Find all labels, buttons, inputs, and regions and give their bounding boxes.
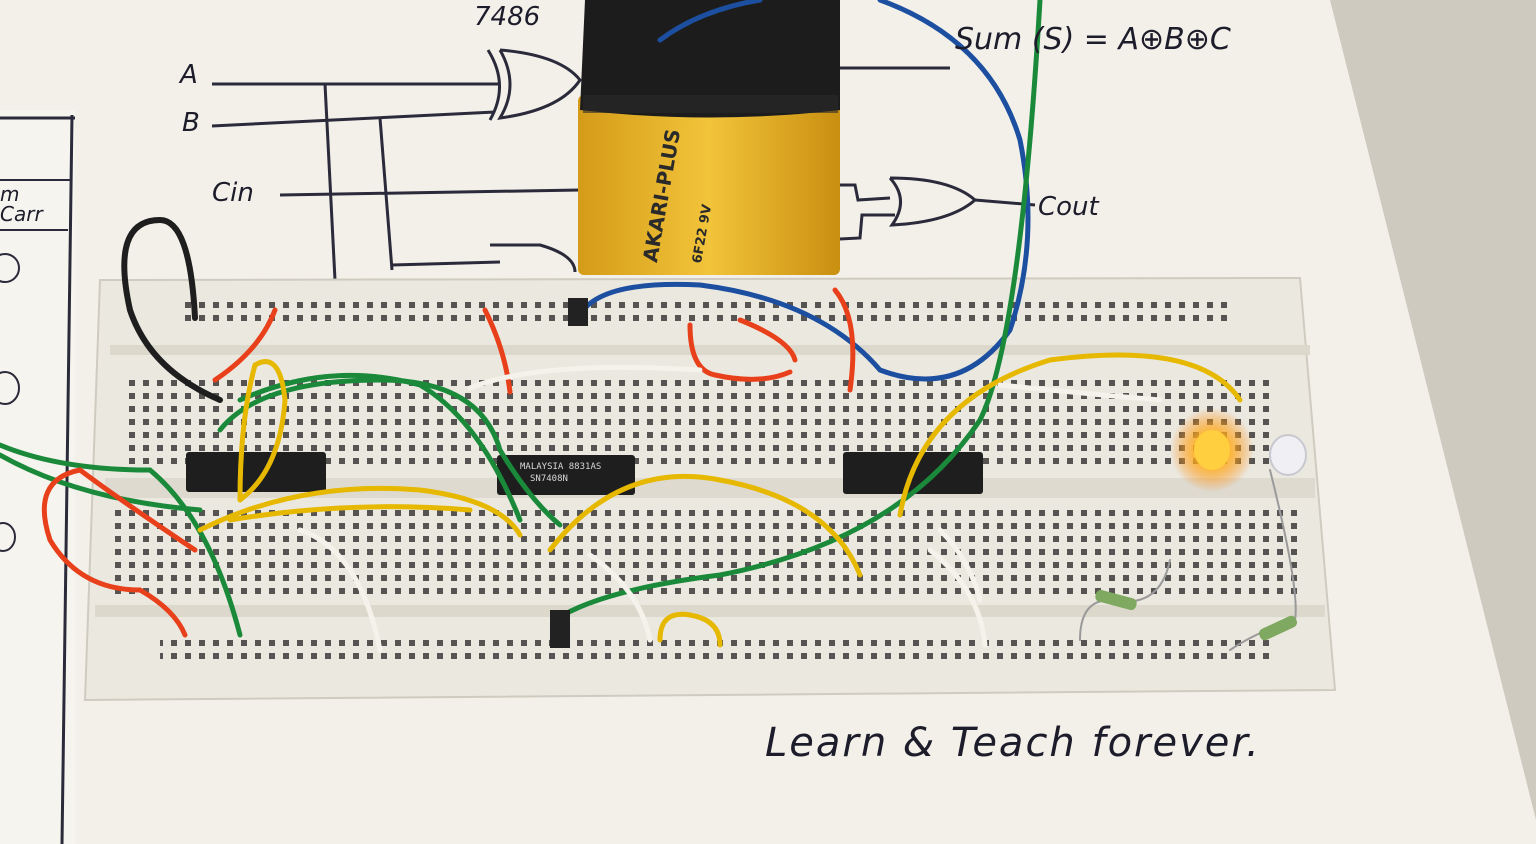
ic-left (186, 452, 326, 492)
schematic-input-a: A (180, 60, 198, 90)
footer-note: Learn & Teach forever. (765, 720, 1261, 766)
schematic-carry-out: Cout (1038, 192, 1099, 222)
connector-top (568, 298, 588, 326)
connector-bottom (550, 610, 570, 648)
schematic-ic-label: 7486 (474, 2, 541, 32)
ic-middle (497, 455, 635, 495)
battery-9v (578, 0, 840, 275)
schematic-input-cin: Cin (212, 178, 254, 208)
ic-middle-marking-1: MALAYSIA 8831AS (520, 462, 602, 472)
schematic-sum-equation: Sum (S) = A⊕B⊕C (955, 22, 1231, 57)
resistor-1 (1095, 589, 1137, 611)
led-lit (1194, 430, 1230, 470)
ic-middle-marking-2: SN7408N (530, 474, 568, 484)
led-off (1269, 434, 1307, 476)
resistor-2 (1258, 615, 1298, 641)
truth-table-header: m Carr (0, 182, 43, 226)
schematic-input-b: B (182, 108, 200, 138)
schematic-drawing (211, 48, 1036, 281)
ic-chips (186, 452, 983, 495)
